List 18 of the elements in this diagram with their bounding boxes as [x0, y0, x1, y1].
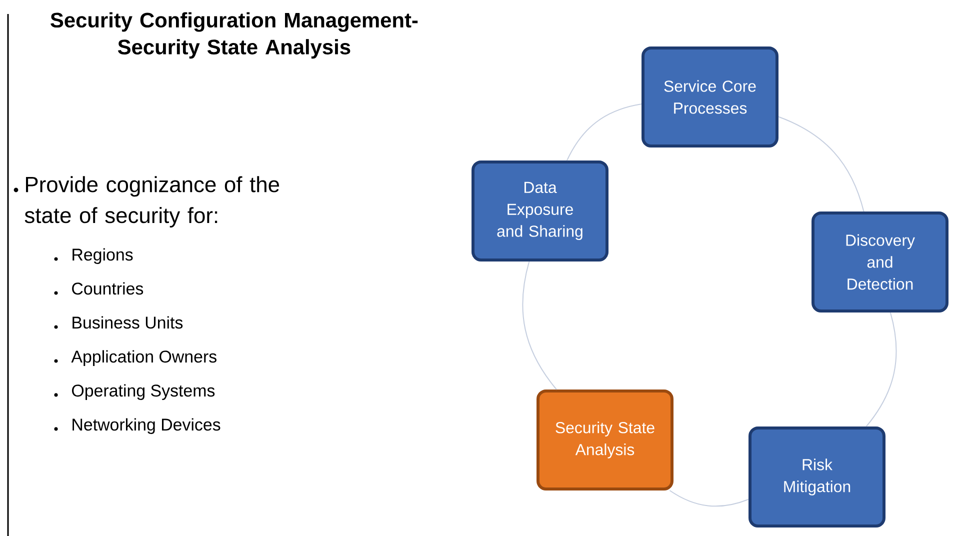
process-box: Data Exposure and Sharing [472, 160, 608, 262]
list-item: Countries [72, 282, 144, 295]
process-box: Service Core Processes [642, 46, 778, 148]
process-box: Discovery and Detection [812, 212, 948, 312]
connector-arc [522, 260, 558, 390]
list-item: Operating Systems [72, 384, 215, 400]
connector-arc [669, 490, 749, 507]
connector-arc [778, 116, 864, 212]
list-item: Business Units [72, 316, 183, 329]
connector-arc [866, 312, 897, 427]
list-item: Application Owners [71, 350, 216, 366]
list-item: Networking Devices [72, 418, 220, 434]
connector-arc [566, 103, 642, 161]
list-item: Regions [72, 248, 133, 264]
process-box: Risk Mitigation [748, 426, 886, 528]
title: Security Configuration Management- Security State Analysis [50, 12, 418, 59]
process-box: Security State Analysis [536, 390, 674, 490]
bullet-text: Provide cognizance of the state of security for: [24, 176, 280, 228]
